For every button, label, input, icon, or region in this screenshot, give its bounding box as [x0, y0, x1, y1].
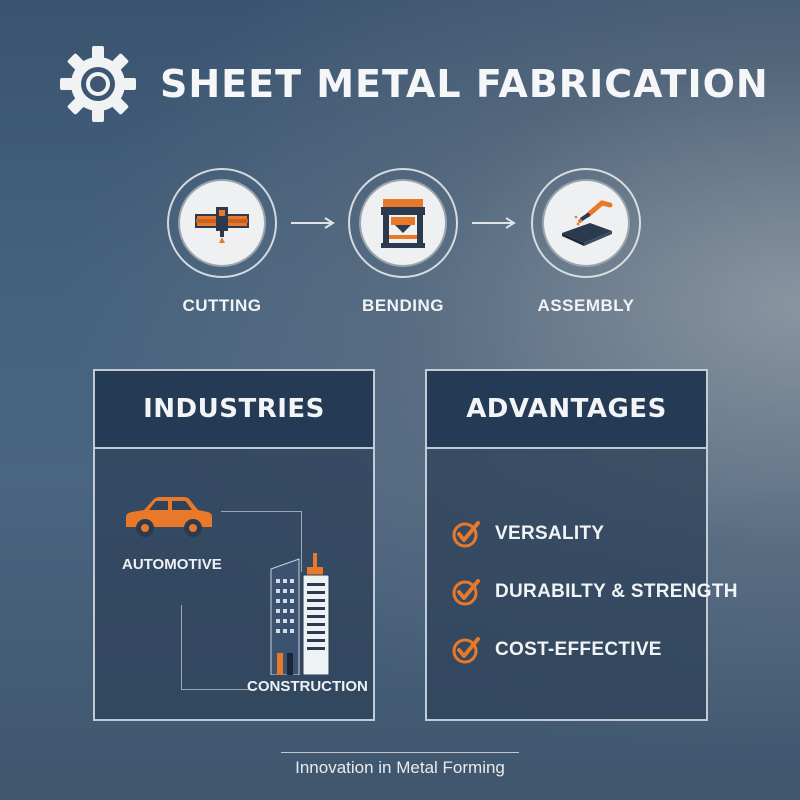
header: SHEET METAL FABRICATION — [58, 44, 769, 124]
page-title: SHEET METAL FABRICATION — [160, 62, 769, 106]
footer-divider — [281, 752, 519, 753]
step-assembly: ASSEMBLY — [526, 168, 646, 316]
step-label: CUTTING — [182, 296, 262, 315]
connector-line — [181, 605, 254, 690]
cutting-machine-icon — [195, 207, 249, 243]
step-ring — [167, 168, 277, 278]
advantage-item: COST-EFFECTIVE — [451, 635, 662, 665]
advantage-label: COST-EFFECTIVE — [495, 639, 662, 660]
advantages-body: VERSALITY DURABILTY & STRENGTH COST-EFFE… — [427, 449, 737, 721]
advantage-label: VERSALITY — [495, 523, 605, 544]
buildings-icon — [270, 553, 330, 675]
industry-label-construction: CONSTRUCTION — [247, 678, 368, 695]
step-ring — [348, 168, 458, 278]
arrow-right-icon — [472, 217, 516, 229]
industries-heading: INDUSTRIES — [95, 371, 373, 449]
advantage-item: DURABILTY & STRENGTH — [451, 577, 738, 607]
car-icon — [126, 497, 212, 537]
step-bending: BENDING — [343, 168, 463, 316]
arrow-right-icon — [291, 217, 335, 229]
gear-icon — [60, 46, 136, 122]
check-icon — [452, 579, 480, 606]
check-icon — [452, 521, 480, 548]
footer-tagline: Innovation in Metal Forming — [295, 758, 505, 777]
step-ring — [531, 168, 641, 278]
industries-body: AUTOMOTIVE CONST — [95, 449, 373, 721]
check-icon — [452, 637, 480, 664]
advantages-heading: ADVANTAGES — [427, 371, 706, 449]
advantage-item: VERSALITY — [451, 519, 604, 549]
advantages-panel: ADVANTAGES VERSALITY DURABILTY & STRENGT… — [425, 369, 737, 721]
industry-label-automotive: AUTOMOTIVE — [122, 556, 222, 573]
connector-line — [221, 511, 302, 572]
step-label: ASSEMBLY — [537, 296, 635, 315]
welding-torch-icon — [562, 200, 613, 246]
press-brake-icon — [381, 199, 425, 248]
advantage-label: DURABILTY & STRENGTH — [495, 581, 738, 602]
industries-panel: INDUSTRIES AUTOMOTIVE — [93, 369, 375, 721]
step-label: BENDING — [362, 296, 444, 315]
step-cutting: CUTTING — [162, 168, 282, 316]
